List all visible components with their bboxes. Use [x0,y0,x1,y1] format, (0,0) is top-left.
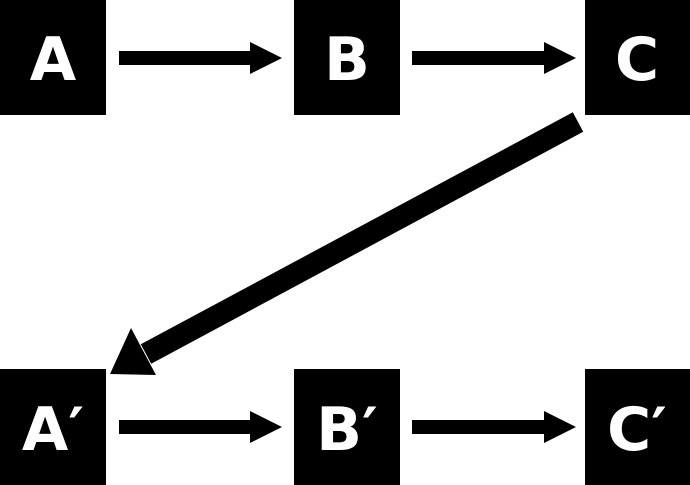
node-c-prime-label: C′ [607,395,667,465]
node-b-prime-label: B′ [316,395,378,465]
node-b-prime-box [294,369,400,485]
node-c: C [585,0,690,115]
node-a: A [0,0,106,115]
node-b-prime: B′ [294,369,400,485]
node-c-box [585,0,690,115]
node-b-box [294,0,400,115]
edge-c-to-a-prime-head [110,328,156,375]
edge-b-prime-to-c-prime [412,411,576,443]
edge-a-to-b [119,42,282,74]
edge-b-to-c-head [544,42,576,74]
edge-c-to-a-prime [110,112,584,375]
node-a-label: A [30,25,77,95]
edge-a-prime-to-b-prime [119,411,282,443]
node-c-prime-box [585,369,690,485]
edge-b-prime-to-c-prime-head [544,411,576,443]
node-a-prime: A′ [0,369,106,485]
node-c-prime: C′ [585,369,690,485]
edge-b-to-c [412,42,576,74]
node-a-prime-box [0,369,106,485]
node-b: B [294,0,400,115]
node-a-prime-label: A′ [22,395,84,465]
node-c-label: C [615,25,659,95]
edge-a-to-b-head [250,42,282,74]
node-a-box [0,0,106,115]
edge-a-prime-to-b-prime-head [250,411,282,443]
edge-c-to-a-prime-shaft [140,112,584,364]
node-b-label: B [324,25,370,95]
